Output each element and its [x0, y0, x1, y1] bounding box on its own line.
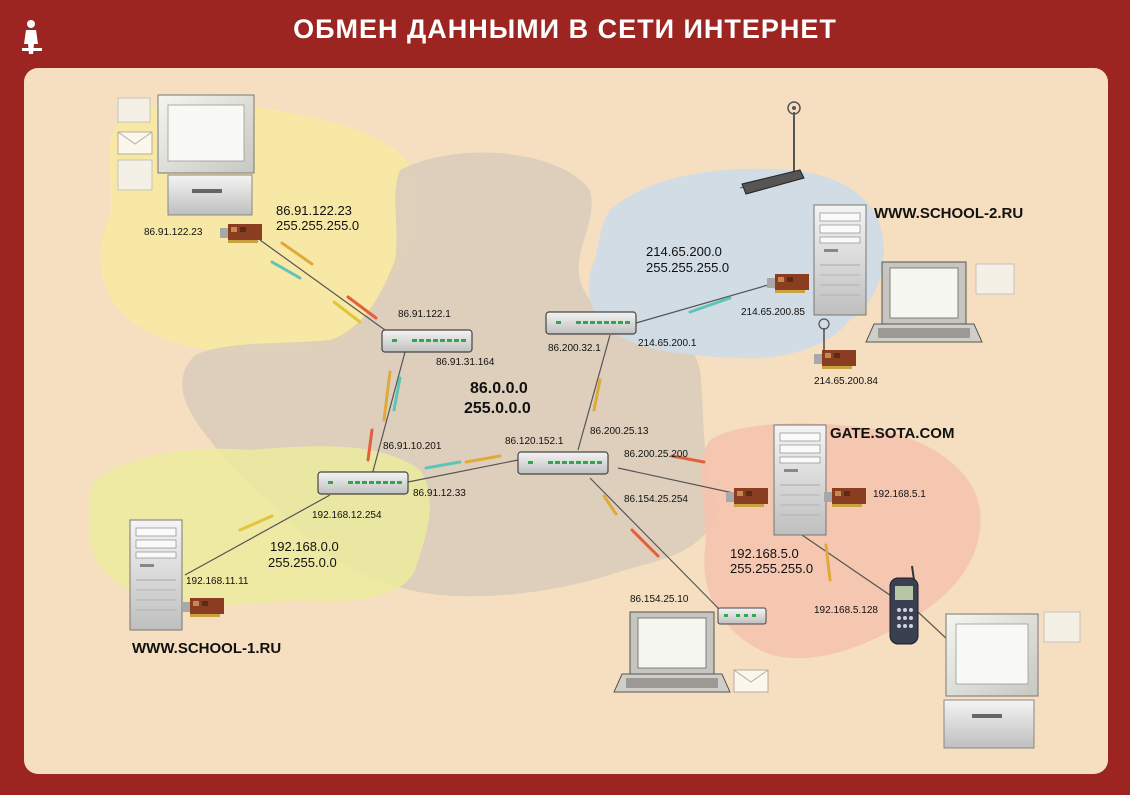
- antenna-icon: [818, 318, 830, 352]
- computer-icon: [157, 94, 255, 216]
- network-address-label: 86.91.122.23: [276, 203, 352, 218]
- ip-label: 86.91.31.164: [436, 357, 495, 368]
- zone-blue: [588, 168, 884, 359]
- link-phone-pc: [917, 611, 949, 641]
- link-r2-pc2: [184, 494, 331, 576]
- ip-label: 86.154.25.254: [624, 494, 688, 505]
- wireless-router-icon: [741, 101, 805, 195]
- computer-icon: [943, 613, 1039, 749]
- ip-label: 86.200.25.200: [624, 449, 688, 460]
- ip-label: 86.200.25.13: [590, 426, 649, 437]
- computer-icon: [773, 424, 827, 536]
- ip-label: 192.168.5.128: [814, 605, 878, 616]
- envelope-icon: [117, 131, 153, 155]
- network-card-icon: [814, 350, 856, 369]
- ip-label: 192.168.12.254: [312, 510, 382, 521]
- link-r3-r4: [577, 334, 611, 451]
- hostname-label: WWW.SCHOOL-2.RU: [874, 205, 1023, 222]
- network-address-label: 192.168.5.0: [730, 546, 799, 561]
- router-icon: [317, 471, 409, 495]
- mobile-phone-icon: [889, 565, 919, 645]
- link-r4-card85: [635, 282, 776, 324]
- router-icon: [545, 311, 637, 335]
- router-icon: [517, 451, 609, 475]
- computer-icon: [813, 204, 867, 316]
- network-address-label: 192.168.0.0: [270, 539, 339, 554]
- person-figure-icon: [22, 20, 42, 54]
- ip-label: 86.91.12.33: [413, 488, 466, 499]
- subnet-mask-label: 255.0.0.0: [464, 400, 531, 417]
- envelope-icon: [733, 669, 769, 693]
- ip-label: 214.65.200.85: [741, 307, 805, 318]
- ip-label: 86.91.10.201: [383, 441, 442, 452]
- switch-icon: [717, 607, 767, 625]
- document-icon: [1043, 611, 1081, 643]
- ip-label: 86.154.25.10: [630, 594, 689, 605]
- link-r2-r3: [407, 459, 519, 483]
- ip-label: 86.200.32.1: [548, 343, 601, 354]
- link-r3-gate: [617, 467, 739, 495]
- router-icon: [381, 329, 473, 353]
- network-address-label: 214.65.200.0: [646, 244, 722, 259]
- subnet-mask-label: 255.255.255.0: [730, 561, 813, 576]
- document-icon: [117, 97, 153, 191]
- hostname-label: GATE.SOTA.COM: [830, 425, 954, 442]
- document-icon: [975, 263, 1015, 295]
- ip-label: 214.65.200.1: [638, 338, 697, 349]
- link-pc1-r1: [259, 239, 386, 331]
- subnet-mask-label: 255.255.255.0: [646, 260, 729, 275]
- ip-label: 86.120.152.1: [505, 436, 564, 447]
- subnet-mask-label: 255.255.0.0: [268, 555, 337, 570]
- ip-label: 86.91.122.23: [144, 227, 203, 238]
- laptop-icon: [865, 261, 983, 343]
- ip-label: 192.168.11.11: [186, 576, 249, 587]
- link-r1-r2: [371, 351, 406, 476]
- ip-label: 214.65.200.84: [814, 376, 878, 387]
- link-gate-phone: [801, 534, 901, 603]
- hostname-label: WWW.SCHOOL-1.RU: [132, 640, 281, 657]
- ip-label: 86.91.122.1: [398, 309, 451, 320]
- laptop-icon: [613, 611, 731, 693]
- ip-label: 192.168.5.1: [873, 489, 926, 500]
- link-r3-switch: [589, 477, 723, 613]
- network-address-label: 86.0.0.0: [470, 380, 528, 397]
- subnet-mask-label: 255.255.255.0: [276, 218, 359, 233]
- packet-markers: [238, 241, 832, 582]
- computer-icon: [129, 519, 183, 631]
- page-title: ОБМЕН ДАННЫМИ В СЕТИ ИНТЕРНЕТ: [293, 14, 837, 44]
